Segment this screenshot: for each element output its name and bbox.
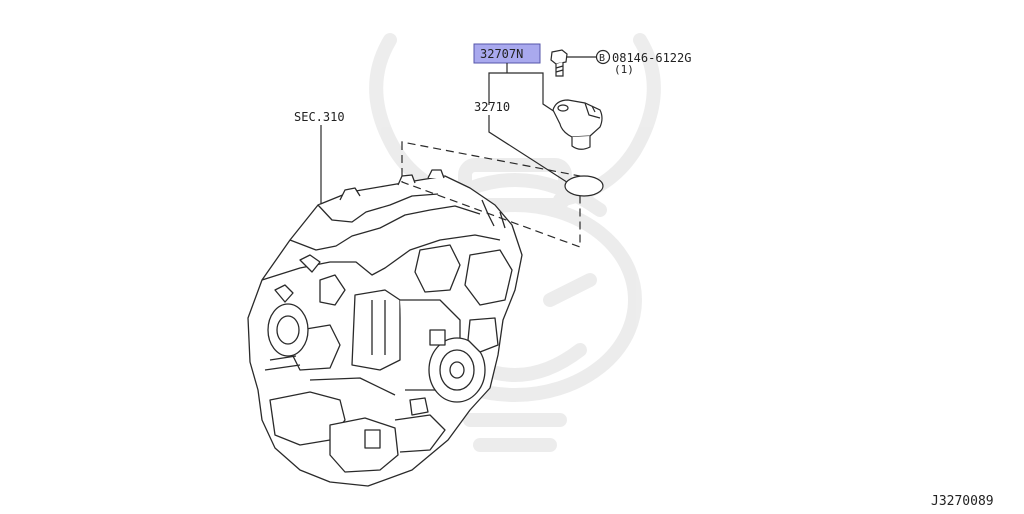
bolt-icon: [550, 49, 568, 77]
transmission-assembly-icon: [247, 169, 523, 487]
bolt-marker-circle: [595, 49, 611, 65]
mounting-location-outline: [401, 141, 581, 248]
bolt-marker-label: B: [599, 53, 605, 64]
part-number-08146-6122g[interactable]: 08146-6122G: [612, 51, 691, 65]
part-number-bracket: [488, 72, 556, 113]
section-ref-label: SEC.310: [294, 110, 345, 124]
speed-sensor-icon: [552, 99, 603, 150]
bolt-quantity: (1): [614, 63, 634, 76]
diagram-code: J3270089: [931, 494, 994, 509]
part-number-32707n[interactable]: 32707N: [480, 47, 523, 61]
washer-leader: [488, 115, 574, 187]
part-number-32710[interactable]: 32710: [474, 100, 510, 114]
o-ring-icon: [564, 175, 604, 197]
